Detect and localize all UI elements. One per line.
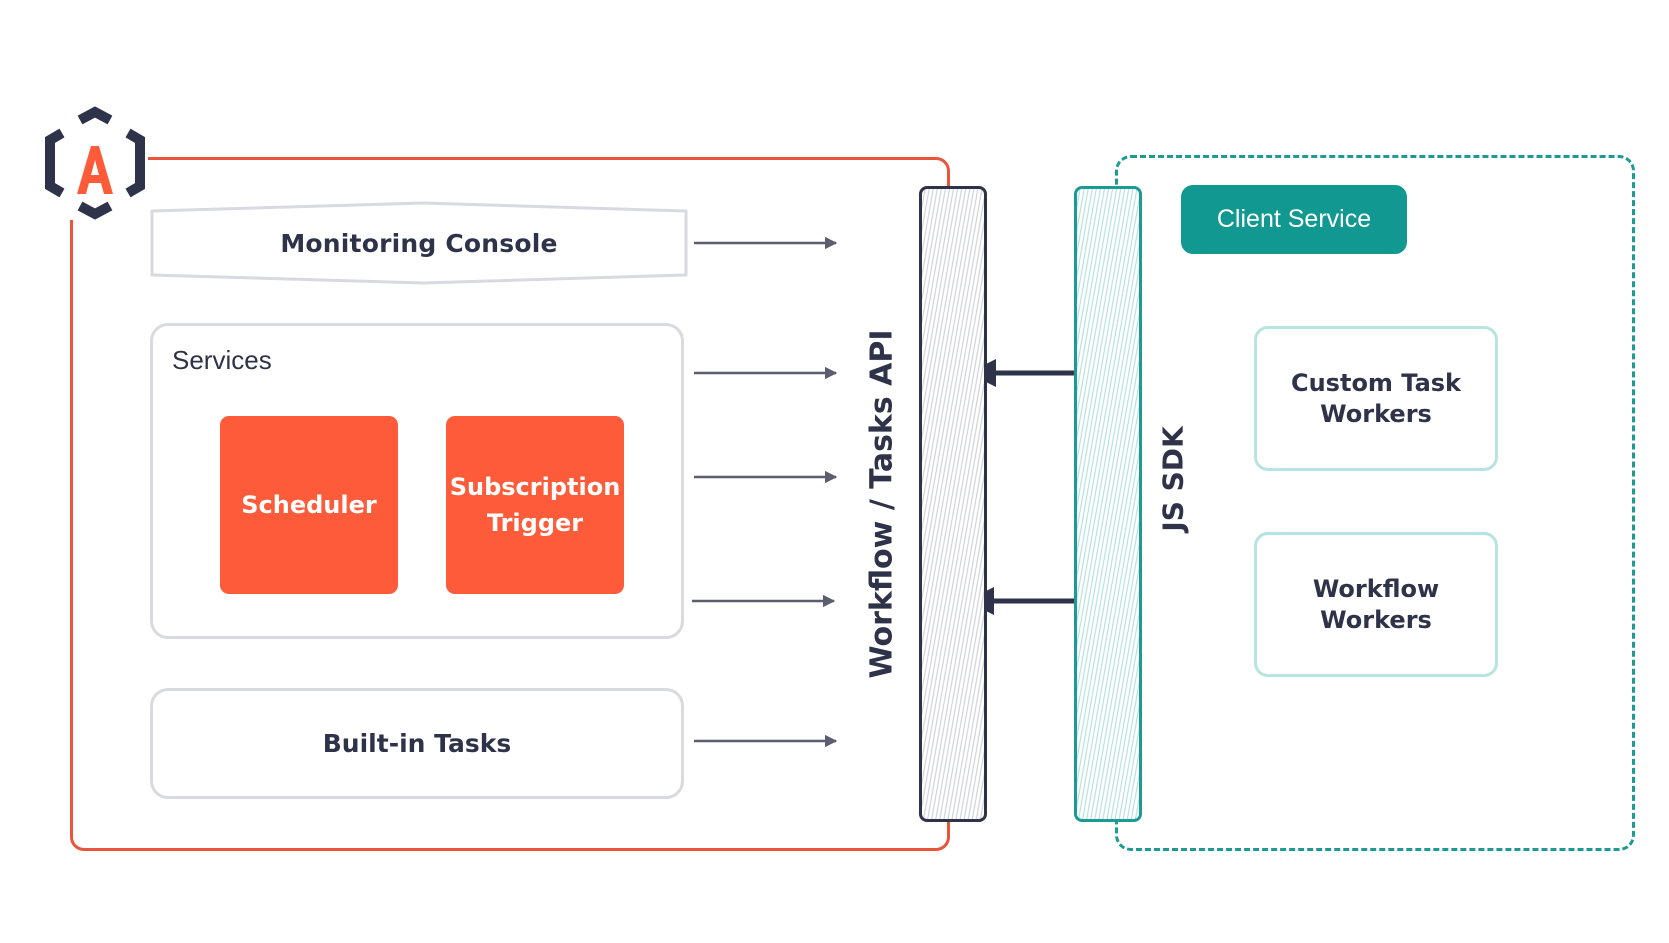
subscription-trigger-label: Subscription Trigger (449, 473, 621, 537)
scheduler-label: Scheduler (241, 491, 377, 519)
workflow-workers-label: Workflow Workers (1312, 574, 1440, 634)
builtin-tasks-label: Built-in Tasks (322, 729, 512, 758)
js-sdk-label: JS SDK (1156, 426, 1190, 532)
services-title: Services (172, 345, 272, 375)
custom-task-workers-box: Custom Task Workers (1254, 326, 1498, 471)
monitoring-console: Monitoring Console (150, 200, 688, 286)
subscription-trigger-box: Subscription Trigger (446, 416, 624, 594)
client-service-label: Client Service (1216, 205, 1372, 233)
workflow-tasks-api-bar (919, 186, 987, 822)
workflow-tasks-api-label: Workflow / Tasks API (864, 329, 900, 679)
js-sdk-bar (1074, 186, 1142, 822)
workflow-workers-box: Workflow Workers (1254, 532, 1498, 677)
client-service-badge: Client Service (1181, 185, 1407, 254)
client-container (1115, 155, 1635, 851)
custom-task-workers-label: Custom Task Workers (1290, 368, 1462, 428)
scheduler-box: Scheduler (220, 416, 398, 594)
builtin-tasks-box: Built-in Tasks (150, 688, 684, 799)
monitoring-console-label: Monitoring Console (280, 228, 558, 258)
hexagon-a-logo-icon (42, 106, 148, 220)
